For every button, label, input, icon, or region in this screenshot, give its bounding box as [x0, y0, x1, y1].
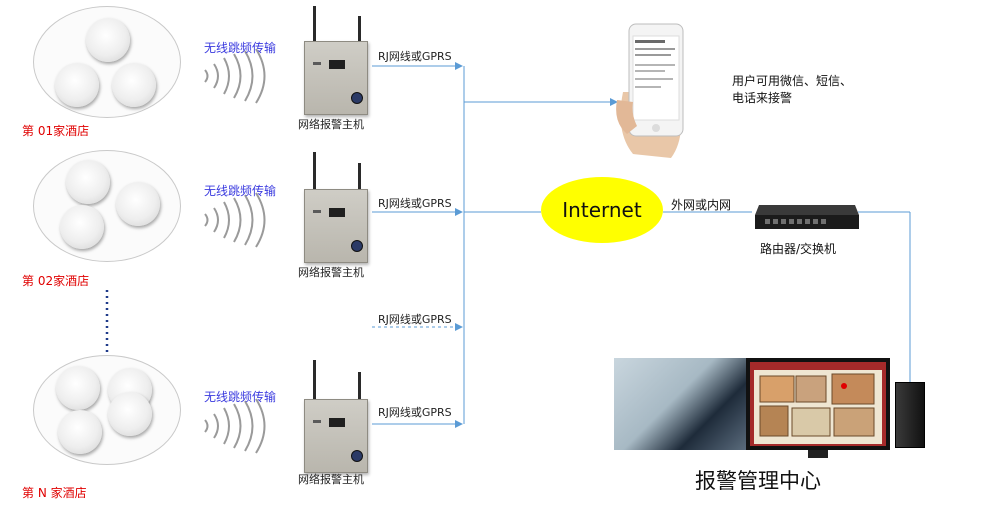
antenna-icon	[358, 16, 361, 42]
wireless-label-1: 无线跳频传输	[204, 41, 277, 55]
antenna-icon	[313, 152, 316, 190]
alarm-host-label-3: 网络报警主机	[298, 473, 364, 486]
hotel-n-area	[33, 355, 181, 465]
link-label-middle: RJ网线或GPRS	[378, 313, 452, 326]
alarm-host-label-1: 网络报警主机	[298, 118, 364, 131]
center-title: 报警管理中心	[695, 469, 821, 493]
internet-label: Internet	[562, 198, 642, 222]
router-switch-icon	[755, 205, 859, 229]
antenna-icon	[358, 163, 361, 190]
wireless-wave-icon	[204, 192, 266, 248]
smoke-detector-icon	[58, 410, 102, 454]
user-notice-line-1: 用户可用微信、短信、	[732, 74, 853, 88]
smoke-detector-icon	[108, 392, 152, 436]
smoke-detector-icon	[66, 160, 110, 204]
wireless-label-2: 无线跳频传输	[204, 184, 277, 198]
link-label-3: RJ网线或GPRS	[378, 406, 452, 419]
antenna-icon	[313, 360, 316, 400]
hotel-n-name: 第 N 家酒店	[22, 486, 87, 500]
alarm-host-device-2	[304, 189, 368, 263]
link-label-2: RJ网线或GPRS	[378, 197, 452, 210]
smartphone-hand-icon	[616, 23, 684, 158]
network-label: 外网或内网	[671, 198, 732, 212]
antenna-icon	[313, 6, 316, 42]
wireless-wave-icon	[204, 48, 266, 104]
link-label-1: RJ网线或GPRS	[378, 50, 452, 63]
alarm-host-label-2: 网络报警主机	[298, 266, 364, 279]
smoke-detector-icon	[116, 182, 160, 226]
hotel-2-area	[33, 150, 181, 262]
smoke-detector-icon	[56, 366, 100, 410]
hotel-1-name: 第 01家酒店	[22, 124, 90, 138]
antenna-icon	[358, 372, 361, 400]
wireless-label-3: 无线跳频传输	[204, 390, 277, 404]
smoke-detector-icon	[55, 63, 99, 107]
router-label: 路由器/交换机	[760, 242, 837, 256]
internet-cloud: Internet	[541, 177, 663, 243]
computer-tower-icon	[895, 382, 925, 448]
user-notice-line-2: 电话来接警	[732, 91, 793, 105]
alarm-host-device-1	[304, 41, 368, 115]
operator-photo	[614, 358, 746, 450]
alarm-host-device-3	[304, 399, 368, 473]
smoke-detector-icon	[86, 18, 130, 62]
monitor-stand	[808, 450, 828, 458]
smoke-detector-icon	[60, 205, 104, 249]
wireless-wave-icon	[204, 398, 266, 454]
hotel-2-name: 第 02家酒店	[22, 274, 90, 288]
smoke-detector-icon	[112, 63, 156, 107]
floor-plan-screen	[750, 362, 886, 446]
